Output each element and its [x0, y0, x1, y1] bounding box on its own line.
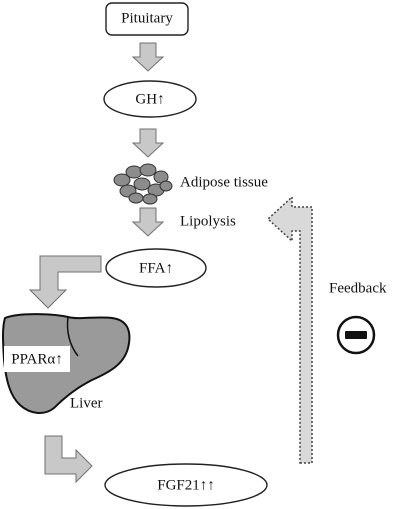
gh-ellipse [103, 80, 197, 118]
arrow-ffa-to-liver [28, 255, 102, 309]
ffa-label: FFA↑ [139, 260, 173, 277]
arrow-liver-to-fgf21 [44, 435, 93, 484]
fgf21-label: FGF21↑↑ [157, 477, 215, 494]
pituitary-box [105, 2, 189, 36]
minus-sign-icon [336, 315, 376, 355]
ppar-label-box [4, 346, 70, 372]
liver-icon [2, 313, 131, 414]
gh-label: GH↑ [135, 91, 165, 108]
adipose-tissue-icon [113, 163, 173, 205]
lipolysis-label: Lipolysis [180, 213, 236, 230]
ppar-alpha-label: PPARα↑ [11, 351, 63, 368]
arrow-pituitary-to-gh [131, 42, 165, 72]
pituitary-label: Pituitary [121, 10, 173, 27]
arrow-gh-to-adipose [131, 128, 165, 158]
feedback-arrow [266, 195, 313, 464]
feedback-label: Feedback [329, 280, 387, 297]
arrow-adipose-to-ffa [131, 207, 165, 237]
liver-label: Liver [70, 395, 103, 412]
fgf21-ellipse [104, 463, 268, 507]
ffa-ellipse [105, 248, 207, 288]
adipose-tissue-label: Adipose tissue [180, 174, 268, 191]
